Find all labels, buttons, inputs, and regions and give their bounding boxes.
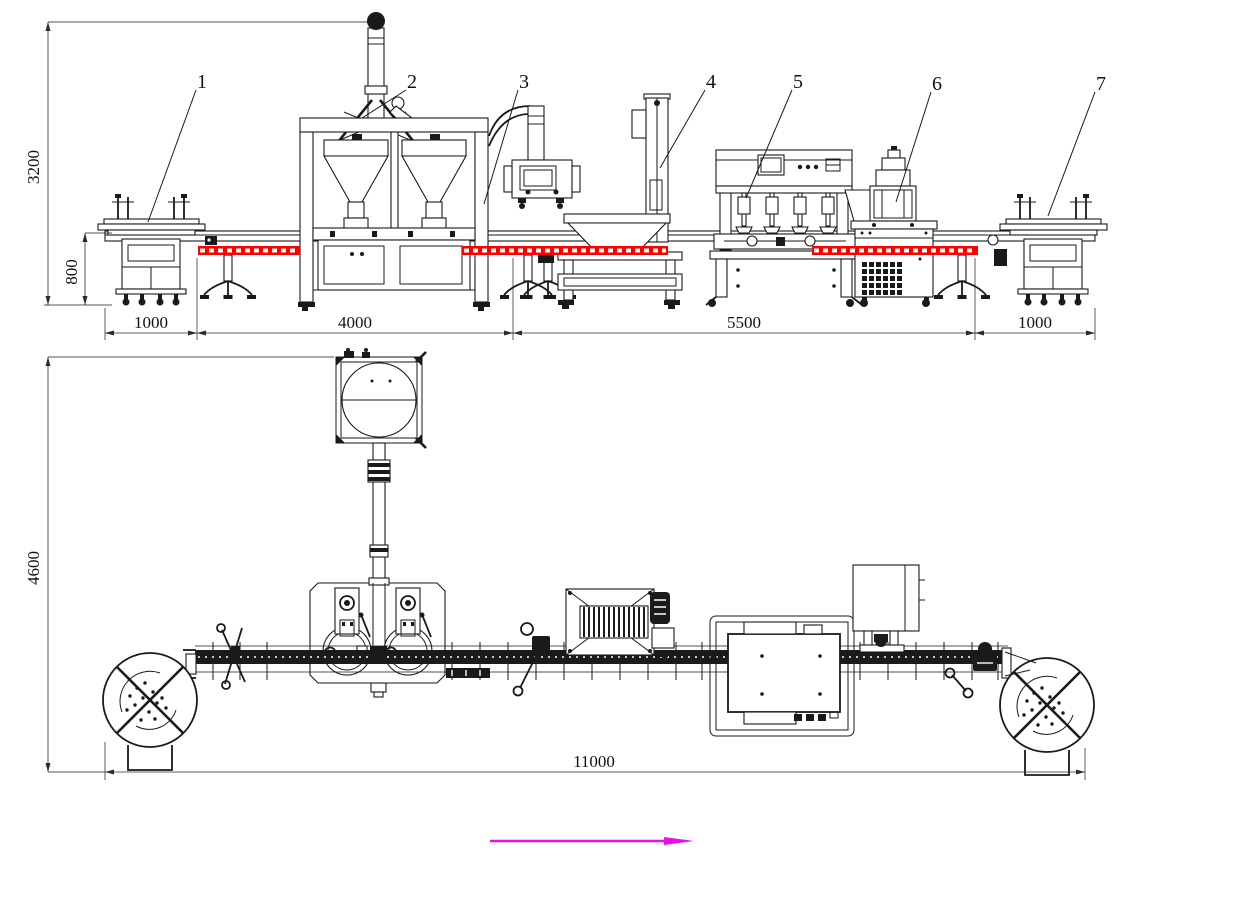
machine-7-outfeed-turntable (999, 193, 1108, 307)
pipe-into-filler (370, 583, 387, 659)
dim-width-capper-section: 5500 (727, 313, 761, 332)
conveyor-guard-strips (198, 246, 978, 255)
powder-tank-plan (335, 348, 427, 449)
elevation-view: 3200 800 1000 4000 5500 1000 1 2 (24, 12, 1108, 340)
dim-plan-depth: 4600 (24, 551, 43, 585)
callout-4: 4 (706, 71, 716, 93)
dim-width-infeed: 1000 (134, 313, 168, 332)
flow-direction-arrow (490, 837, 694, 845)
machine-6-sealer (844, 146, 938, 307)
infeed-turntable-plan (101, 651, 199, 772)
machine-3-vacuum-feeder (488, 105, 581, 209)
callouts: 1 2 3 4 5 6 7 (147, 71, 1106, 223)
callout-5: 5 (793, 71, 803, 93)
line-devices-plan (183, 622, 997, 699)
elevation-dimensions: 3200 800 1000 4000 5500 1000 (24, 21, 1096, 340)
filler-plan (309, 577, 446, 698)
plan-view: 4600 11000 (24, 348, 1096, 780)
conveyor-leg (933, 254, 991, 300)
dim-width-filler: 4000 (338, 313, 372, 332)
callout-6: 6 (932, 73, 942, 95)
cap-elevator-plan (565, 588, 675, 657)
callout-2: 2 (407, 71, 417, 93)
machine-4-cap-elevator (557, 93, 683, 309)
vent-grille (862, 262, 902, 295)
dim-width-outfeed: 1000 (1018, 313, 1052, 332)
feed-pipe-plan (367, 442, 391, 584)
callout-3: 3 (519, 71, 529, 93)
capper-spindles (735, 192, 837, 234)
dim-plan-length: 11000 (573, 752, 615, 771)
machine-2-filling-machine (298, 12, 490, 311)
plan-dimensions: 4600 11000 (24, 356, 1086, 780)
capper-plan (709, 615, 855, 737)
callout-1: 1 (197, 71, 207, 93)
machine-5-capping-machine (705, 149, 863, 307)
outfeed-turntable-plan (998, 651, 1096, 777)
dim-total-height: 3200 (24, 150, 43, 184)
sealer-plan (852, 564, 925, 654)
callout-7: 7 (1096, 73, 1106, 95)
conveyor-leg (199, 254, 257, 300)
dim-conveyor-height: 800 (62, 259, 81, 285)
machine-1-infeed-turntable (97, 193, 206, 307)
